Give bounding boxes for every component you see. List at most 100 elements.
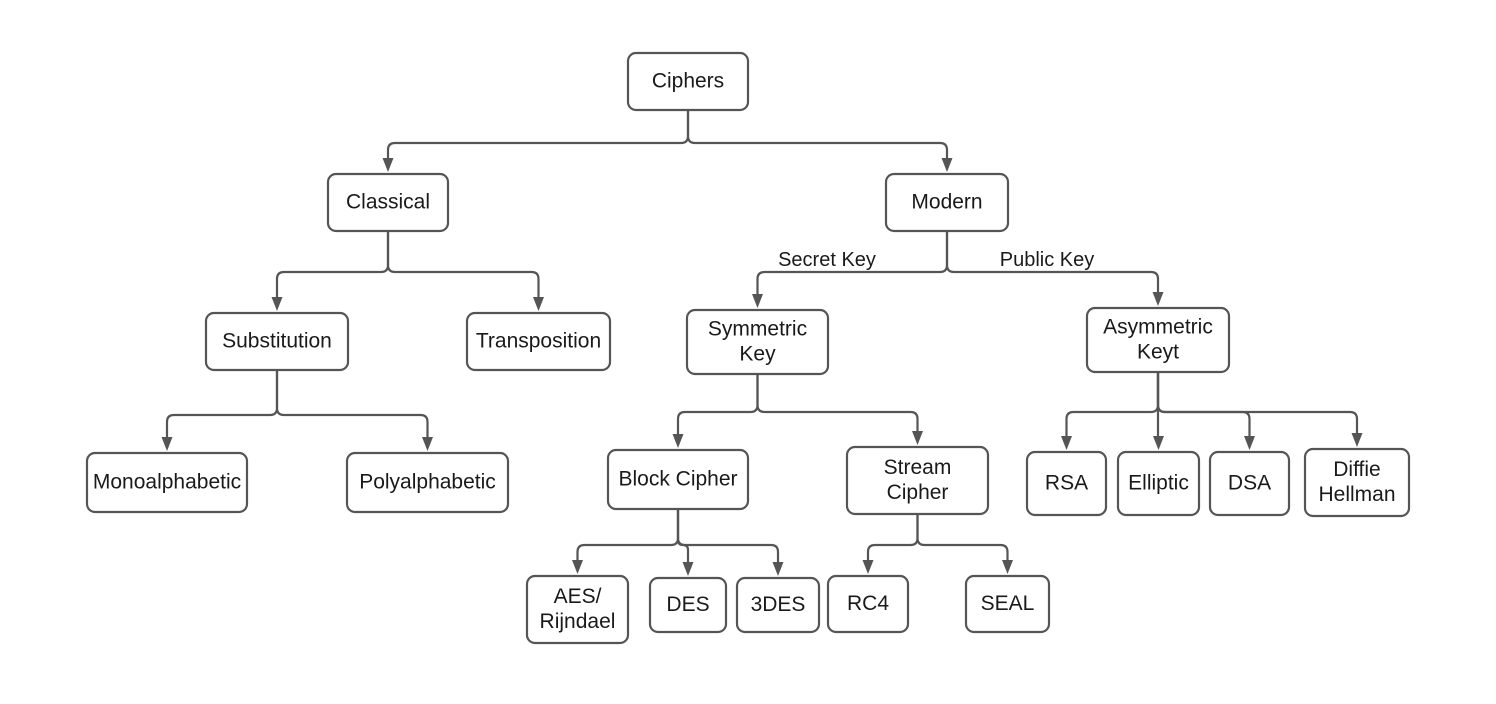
node-des[interactable]: DES — [648, 576, 728, 634]
node-label-transposition: Transposition — [476, 329, 601, 352]
arrowhead-block-cipher — [672, 434, 684, 448]
arrowhead-aes-rijndael — [572, 560, 583, 574]
public-key-label: Public Key — [1000, 249, 1095, 271]
node-rc4[interactable]: RC4 — [826, 574, 910, 634]
node-label-monoalphabetic: Monoalphabetic — [93, 470, 241, 493]
node-box-rc4[interactable] — [826, 574, 910, 634]
edge-stream-cipher-to-seal — [916, 514, 1009, 560]
node-label-modern: Modern — [911, 190, 982, 213]
arrowhead-3des — [772, 562, 784, 576]
node-box-elliptic[interactable] — [1116, 450, 1201, 517]
node-box-monoalphabetic[interactable] — [85, 451, 249, 514]
node-box-modern[interactable] — [884, 172, 1010, 233]
edge-symmetric-key-to-stream-cipher — [756, 374, 919, 431]
arrowhead-elliptic — [1153, 436, 1164, 450]
node-box-seal[interactable] — [964, 574, 1051, 634]
arrowhead-rc4 — [862, 560, 874, 574]
node-box-aes-rijndael[interactable] — [525, 574, 630, 645]
node-ciphers[interactable]: Ciphers — [626, 51, 750, 112]
node-box-stream-cipher[interactable] — [845, 445, 990, 516]
node-label-rc4: RC4 — [847, 592, 889, 615]
node-box-des[interactable] — [648, 576, 728, 634]
node-monoalphabetic[interactable]: Monoalphabetic — [85, 451, 249, 514]
edge-asymmetric-key-to-rsa — [1065, 372, 1160, 436]
node-label-des: DES — [666, 593, 709, 616]
node-box-transposition[interactable] — [465, 311, 612, 372]
node-box-block-cipher[interactable] — [606, 448, 750, 511]
edge-stream-cipher-to-rc4 — [866, 514, 919, 560]
node-label-seal: SEAL — [981, 592, 1035, 615]
edge-asymmetric-key-to-dsa — [1156, 372, 1251, 436]
node-label-rsa: RSA — [1045, 471, 1088, 494]
arrowhead-monoalphabetic — [161, 437, 173, 451]
node-label-3des: 3DES — [751, 593, 806, 616]
node-label-ciphers: Ciphers — [652, 69, 724, 92]
node-rsa[interactable]: RSA — [1025, 450, 1108, 517]
arrowhead-polyalphabetic — [422, 437, 433, 451]
arrowhead-dsa — [1244, 436, 1255, 450]
node-substitution[interactable]: Substitution — [204, 311, 350, 372]
node-label-aes-rijndael: AES/Rijndael — [540, 585, 616, 633]
edges-layer — [161, 110, 1363, 576]
node-box-diffie-hellman[interactable] — [1303, 447, 1411, 518]
edge-block-cipher-to-3des — [676, 509, 780, 562]
edge-block-cipher-to-des — [676, 509, 690, 562]
arrowhead-rsa — [1061, 436, 1072, 450]
arrowhead-des — [682, 562, 694, 576]
edge-asymmetric-key-to-diffie-hellman — [1156, 372, 1359, 433]
node-block-cipher[interactable]: Block Cipher — [606, 448, 750, 511]
node-box-symmetric-key[interactable] — [685, 308, 830, 376]
node-box-classical[interactable] — [326, 172, 450, 233]
node-box-substitution[interactable] — [204, 311, 350, 372]
node-dsa[interactable]: DSA — [1208, 450, 1291, 517]
node-label-polyalphabetic: Polyalphabetic — [359, 470, 496, 493]
node-transposition[interactable]: Transposition — [465, 311, 612, 372]
edge-ciphers-to-classical — [386, 110, 690, 158]
node-label-substitution: Substitution — [222, 329, 332, 352]
edge-ciphers-to-modern — [686, 110, 949, 158]
node-seal[interactable]: SEAL — [964, 574, 1051, 634]
node-box-3des[interactable] — [735, 576, 821, 634]
node-elliptic[interactable]: Elliptic — [1116, 450, 1201, 517]
edge-classical-to-transposition — [386, 231, 540, 297]
edge-labels-layer: Secret Key Public Key — [778, 249, 1094, 271]
node-box-asymmetric-key[interactable] — [1085, 306, 1231, 374]
edge-substitution-to-polyalphabetic — [275, 370, 429, 437]
node-polyalphabetic[interactable]: Polyalphabetic — [345, 451, 510, 514]
edge-modern-to-asymmetric-key — [945, 231, 1160, 292]
arrowhead-classical — [382, 158, 394, 172]
node-box-polyalphabetic[interactable] — [345, 451, 510, 514]
arrowhead-seal — [1002, 560, 1013, 574]
edge-classical-to-substitution — [275, 231, 390, 297]
node-box-rsa[interactable] — [1025, 450, 1108, 517]
edge-block-cipher-to-aes-rijndael — [576, 509, 680, 560]
edge-symmetric-key-to-block-cipher — [676, 374, 759, 434]
node-box-ciphers[interactable] — [626, 51, 750, 112]
node-label-classical: Classical — [346, 190, 430, 213]
arrowhead-stream-cipher — [912, 431, 923, 445]
node-modern[interactable]: Modern — [884, 172, 1010, 233]
node-label-elliptic: Elliptic — [1128, 471, 1189, 494]
node-label-block-cipher: Block Cipher — [618, 467, 737, 490]
arrowhead-symmetric-key — [752, 294, 763, 308]
node-box-dsa[interactable] — [1208, 450, 1291, 517]
arrowhead-diffie-hellman — [1351, 433, 1363, 447]
arrowhead-asymmetric-key — [1152, 292, 1164, 306]
node-aes-rijndael[interactable]: AES/Rijndael — [525, 574, 630, 645]
node-classical[interactable]: Classical — [326, 172, 450, 233]
secret-key-label: Secret Key — [778, 249, 876, 271]
arrowhead-substitution — [271, 297, 283, 311]
node-3des[interactable]: 3DES — [735, 576, 821, 634]
edge-substitution-to-monoalphabetic — [165, 370, 279, 437]
